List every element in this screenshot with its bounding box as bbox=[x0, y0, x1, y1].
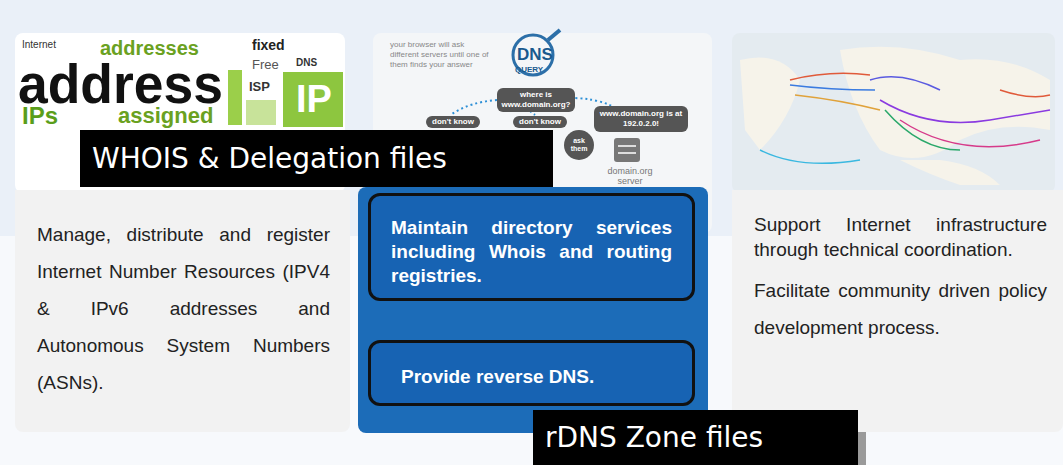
map-land bbox=[740, 58, 800, 151]
node-text: Manage, distribute and register Internet… bbox=[37, 216, 330, 401]
magnifier-handle bbox=[548, 30, 560, 40]
magnifier-glass bbox=[513, 35, 553, 75]
dns-illustration-text: ask them bbox=[566, 137, 592, 153]
node-text: Maintain directory services including Wh… bbox=[391, 216, 672, 288]
node-text: Support Internet infrastructure through … bbox=[754, 212, 1047, 262]
wordcloud-word: ISP bbox=[249, 80, 270, 93]
dns-illustration-text: DNS bbox=[517, 46, 553, 63]
wordcloud-word: DNS bbox=[296, 58, 317, 68]
wordcloud-word: fixed bbox=[252, 38, 285, 52]
query-arrow bbox=[570, 98, 612, 106]
dns-illustration-text: your browser will ask different servers … bbox=[390, 40, 490, 70]
services-panel bbox=[358, 187, 708, 433]
map-land bbox=[840, 47, 1050, 158]
node-text: Facilitate community driven policy devel… bbox=[754, 272, 1047, 346]
service-card: Manage, distribute and register Internet… bbox=[15, 190, 350, 432]
dns-illustration-text: don't know bbox=[426, 116, 480, 128]
cable-map bbox=[732, 33, 1055, 193]
dns-illustration-text: www.domain.org is at 192.0.2.0! bbox=[594, 106, 688, 132]
wordcloud-word: IPs bbox=[22, 104, 58, 128]
file-label: WHOIS & Delegation files bbox=[80, 130, 553, 187]
service-box: Provide reverse DNS. bbox=[368, 340, 695, 406]
wordcloud-word: Free bbox=[252, 58, 279, 71]
wordcloud-bar bbox=[246, 100, 276, 125]
node-text: WHOIS & Delegation files bbox=[92, 142, 447, 175]
server-slot bbox=[618, 152, 636, 154]
ip-tile bbox=[283, 72, 343, 127]
node-text: rDNS Zone files bbox=[545, 421, 763, 454]
service-card: Support Internet infrastructure through … bbox=[732, 190, 1063, 432]
dns-illustration-text: domain.org server bbox=[605, 166, 655, 186]
node-text: Provide reverse DNS. bbox=[401, 365, 672, 389]
wordcloud-word: assigned bbox=[118, 105, 213, 127]
cable-lines bbox=[760, 73, 1050, 163]
wordcloud-word: IP bbox=[296, 80, 332, 118]
query-arrow bbox=[452, 100, 497, 114]
map-land bbox=[900, 160, 1000, 185]
file-label: rDNS Zone files bbox=[533, 410, 858, 465]
server-slot bbox=[618, 145, 636, 147]
dns-illustration-text: QUERY bbox=[515, 66, 543, 74]
dns-illustration-text: where is www.domain.org? bbox=[497, 88, 575, 112]
wordcloud-word: Internet bbox=[22, 40, 56, 50]
server-icon bbox=[614, 138, 640, 162]
wordcloud-word: addresses bbox=[100, 38, 199, 58]
service-box: Maintain directory services including Wh… bbox=[368, 193, 695, 301]
ask-circle bbox=[564, 130, 594, 160]
dns-illustration-text: don't know bbox=[513, 116, 567, 128]
wordcloud-bar bbox=[228, 70, 242, 125]
